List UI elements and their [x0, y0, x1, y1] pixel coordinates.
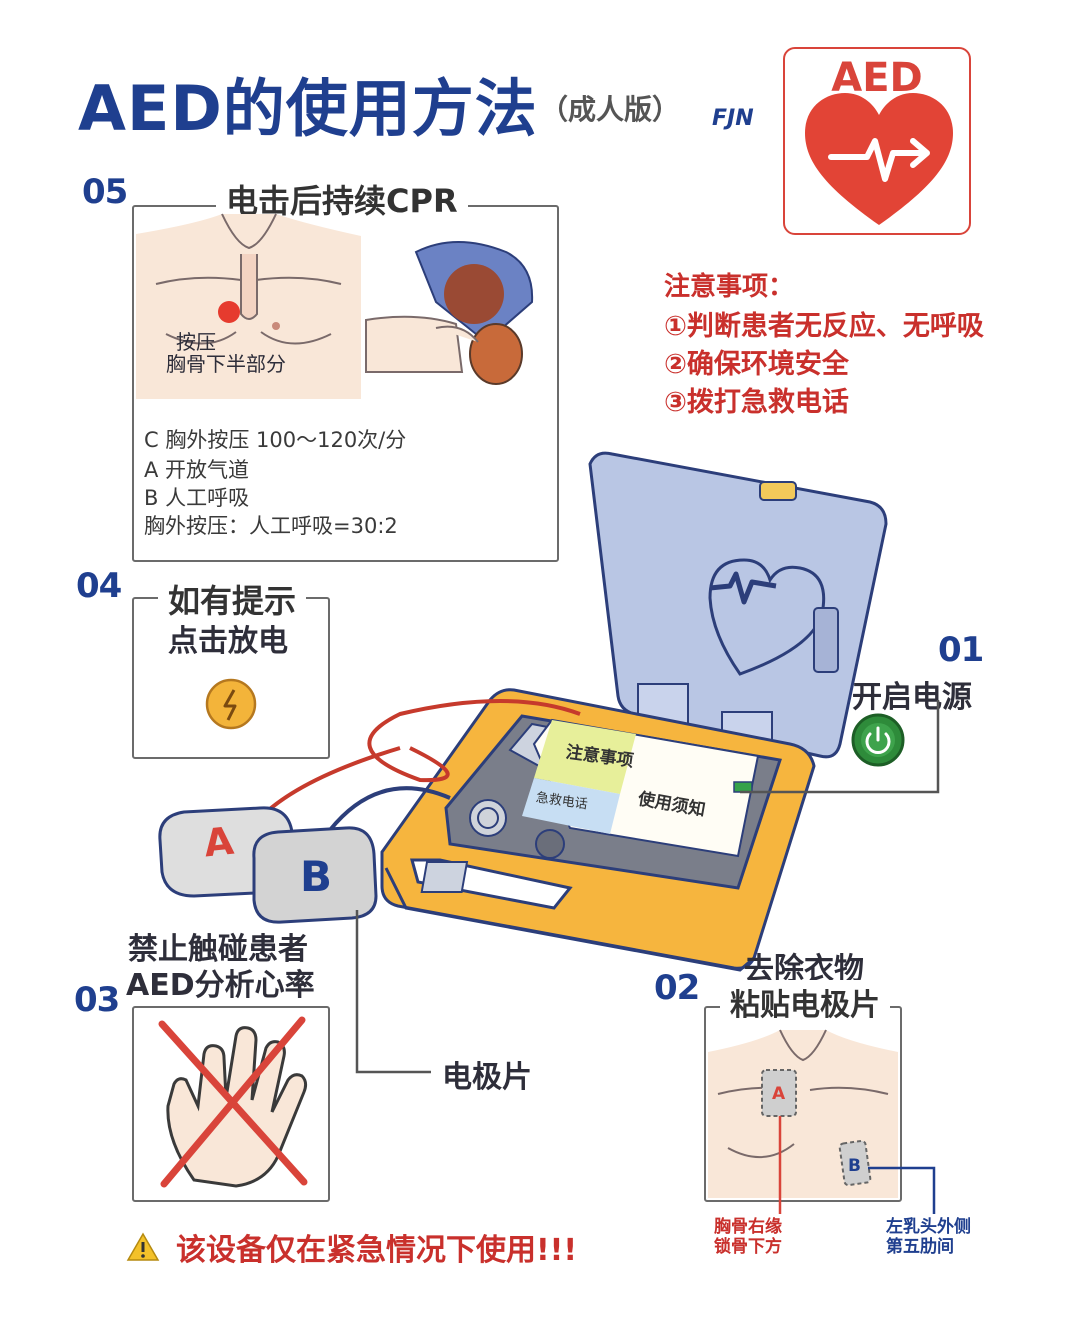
pad-b-location-2: 第五肋间 — [886, 1237, 954, 1257]
step-02-title-2: 粘贴电极片 — [720, 980, 890, 1024]
cpr-line-ratio: 胸外按压：人工呼吸=30:2 — [144, 514, 398, 538]
pad-b-label: B — [300, 852, 333, 901]
page-subtitle: （成人版） — [540, 93, 681, 126]
cpr-rescuer-illustration — [365, 241, 534, 385]
chest-pads-illustration — [708, 1029, 898, 1198]
notice-item-2: ②确保环境安全 — [664, 349, 849, 380]
electrode-callout-line — [355, 910, 431, 1074]
heart-pulse-icon — [805, 93, 953, 225]
press-label-1: 按压 — [176, 330, 216, 354]
pad-b-location-1: 左乳头外侧 — [886, 1217, 971, 1237]
cpr-line-c: C 胸外按压 100～120次/分 — [144, 428, 407, 452]
chest-illustration — [136, 213, 361, 399]
pad-a-location-2: 锁骨下方 — [714, 1237, 782, 1257]
cpr-line-a: A 开放气道 — [144, 458, 250, 482]
notice-item-1: ①判断患者无反应、无呼吸 — [664, 311, 984, 342]
pad-a-location-1: 胸骨右缘 — [714, 1217, 782, 1237]
step-01-title: 开启电源 — [852, 680, 972, 715]
press-label-2: 胸骨下半部分 — [166, 352, 286, 376]
power-callout-line — [740, 700, 940, 794]
page-title: AED的使用方法 — [78, 72, 538, 145]
step-03-title-1: 禁止触碰患者 — [128, 932, 308, 967]
step-05-number: 05 — [82, 172, 128, 212]
pad-callout-lines — [778, 1116, 936, 1214]
power-button-icon[interactable] — [850, 712, 906, 768]
warning-text: 该设备仅在紧急情况下使用!!! — [176, 1233, 578, 1268]
step-02-pad-b: B — [848, 1156, 861, 1176]
step-03-number: 03 — [74, 980, 120, 1020]
step-04-title-2: 点击放电 — [168, 624, 288, 659]
notice-title: 注意事项： — [664, 272, 795, 302]
notice-item-3: ③拨打急救电话 — [664, 387, 849, 418]
electrode-label: 电极片 — [442, 1060, 532, 1095]
brand-mark: FJN — [712, 106, 754, 131]
step-04-title-1: 如有提示 — [158, 576, 307, 622]
shock-button-icon[interactable] — [205, 678, 257, 730]
step-03-box — [132, 1006, 330, 1202]
step-02-number: 02 — [654, 968, 700, 1008]
step-03-title-2: AED分析心率 — [126, 968, 315, 1003]
warning-triangle-icon — [126, 1232, 160, 1261]
step-04-number: 04 — [76, 566, 122, 606]
pad-a-label: A — [201, 818, 236, 866]
no-touch-hand-icon — [158, 1016, 308, 1188]
aed-logo: AED — [783, 47, 971, 235]
aed-device-illustration — [158, 451, 888, 972]
cpr-line-b: B 人工呼吸 — [144, 486, 250, 510]
step-01-number: 01 — [938, 630, 984, 670]
step-02-pad-a: A — [772, 1084, 786, 1104]
